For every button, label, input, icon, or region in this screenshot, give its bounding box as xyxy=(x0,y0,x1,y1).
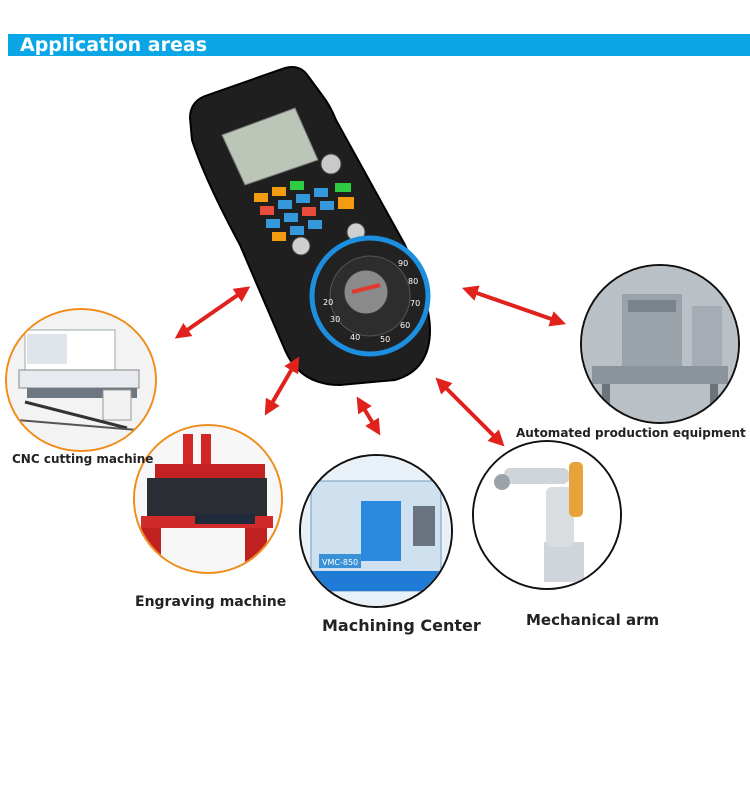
automated-equipment-image xyxy=(580,264,740,424)
svg-text:80: 80 xyxy=(408,277,418,286)
machining-center-illustration: VMC-850 xyxy=(301,456,451,606)
machining-center-image: VMC-850 xyxy=(299,454,453,608)
automated-equipment-illustration xyxy=(582,266,738,422)
svg-text:20: 20 xyxy=(323,298,333,307)
svg-text:40: 40 xyxy=(350,333,360,342)
label-machining: Machining Center xyxy=(322,616,481,635)
vmc-label: VMC-850 xyxy=(322,558,358,567)
dial-numbers: 20 30 40 50 60 70 80 90 xyxy=(323,259,420,344)
arrow-automated xyxy=(461,285,567,327)
cnc-cutting-illustration xyxy=(7,310,155,450)
engraving-machine-image xyxy=(133,424,283,574)
lcd-screen xyxy=(221,107,319,186)
mechanical-arm-illustration xyxy=(474,442,620,588)
svg-text:70: 70 xyxy=(410,299,420,308)
svg-text:50: 50 xyxy=(380,335,390,344)
label-cnc-cutting: CNC cutting machine xyxy=(12,452,154,466)
arrow-cnc xyxy=(174,286,251,339)
mechanical-arm-image xyxy=(472,440,622,590)
svg-text:90: 90 xyxy=(398,259,408,268)
arrow-arm xyxy=(435,377,505,447)
keypad xyxy=(254,181,354,241)
label-arm: Mechanical arm xyxy=(526,611,660,629)
cnc-cutting-image xyxy=(5,308,157,452)
arrow-machining xyxy=(356,396,381,436)
handwheel-device xyxy=(188,66,432,387)
section-title: Application areas xyxy=(20,34,208,56)
svg-text:60: 60 xyxy=(400,321,410,330)
handwheel-dial xyxy=(309,235,431,357)
label-automated: Automated production equipment xyxy=(516,426,746,440)
arrow-engraving xyxy=(264,356,300,416)
section-header: Application areas xyxy=(8,34,750,56)
selector-knob xyxy=(320,153,342,175)
svg-text:30: 30 xyxy=(330,315,340,324)
engraving-machine-illustration xyxy=(135,426,281,572)
label-engraving: Engraving machine xyxy=(135,594,287,610)
